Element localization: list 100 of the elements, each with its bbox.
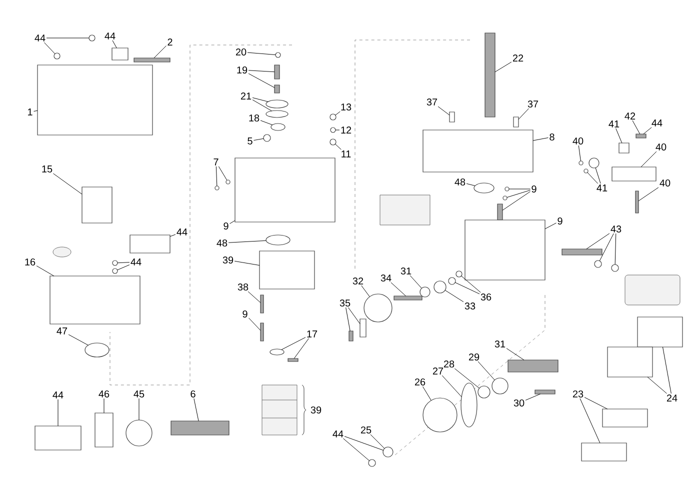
part-drawing (130, 234, 170, 254)
leader-line (248, 73, 275, 88)
leader-line (230, 220, 236, 224)
leader-line (616, 128, 622, 144)
callout-number: 12 (341, 126, 352, 134)
leader-line (422, 386, 432, 401)
callout-number: 31 (494, 340, 506, 348)
callout-number: 28 (444, 360, 454, 368)
part-drawing (82, 186, 112, 224)
callout-number: 17 (307, 330, 318, 338)
callout-number: 9 (558, 217, 562, 225)
part-drawing (330, 138, 336, 146)
part-drawing (84, 342, 110, 358)
callout-number: 40 (572, 137, 584, 145)
callout-number: 16 (25, 258, 36, 266)
part-drawing (581, 442, 627, 462)
callout-number: 44 (52, 392, 64, 398)
part-drawing (50, 276, 140, 324)
callout-number: 39 (310, 406, 322, 414)
part-drawing (449, 112, 455, 122)
leader-line (595, 168, 601, 184)
callout-number: 9 (224, 222, 228, 230)
callout-number: 30 (514, 399, 524, 407)
part-drawing (636, 134, 646, 138)
part-drawing (584, 168, 588, 174)
part-drawing (360, 318, 366, 338)
leader-line (348, 307, 360, 324)
leader-line (410, 275, 422, 289)
leader-line (502, 191, 530, 211)
leader-line (506, 348, 524, 360)
part-drawing (34, 426, 82, 450)
callout-number: 29 (468, 353, 480, 361)
callout-number: 24 (666, 394, 678, 402)
leader-line (281, 337, 306, 350)
callout-number: 41 (596, 184, 608, 192)
callout-number: 37 (528, 100, 538, 108)
part-drawing (260, 294, 264, 314)
part-drawing (263, 134, 271, 142)
leader-line (112, 40, 117, 48)
part-drawing (364, 294, 392, 322)
part-drawing (484, 32, 496, 118)
leader-line (346, 307, 350, 332)
callout-number: 42 (624, 112, 636, 120)
leader-line (662, 346, 672, 394)
leader-line (370, 434, 385, 449)
leader-line (466, 183, 476, 186)
leader-line (390, 282, 406, 296)
leader-line (228, 240, 266, 243)
leader-line (252, 100, 272, 112)
part-drawing (618, 142, 630, 154)
leader-line (252, 97, 268, 102)
leader-line (234, 260, 260, 266)
part-drawing (492, 378, 508, 394)
callout-number: 19 (237, 66, 248, 74)
callout-number: 2 (168, 38, 172, 46)
part-drawing (348, 330, 354, 342)
leader-line (117, 264, 130, 270)
leader-line (506, 190, 530, 198)
part-drawing (330, 127, 336, 133)
callout-number: 33 (464, 302, 476, 310)
leader-line (454, 368, 480, 388)
part-drawing (502, 196, 508, 200)
callout-number: 15 (42, 166, 52, 172)
part-drawing (266, 110, 288, 118)
leader-line (44, 42, 56, 54)
part-drawing (368, 459, 376, 467)
part-drawing (37, 64, 153, 136)
callout-number: 44 (652, 120, 662, 126)
leader-line (544, 222, 556, 230)
callout-number: 48 (454, 178, 466, 186)
callout-number: 44 (176, 228, 188, 236)
leader-line (216, 166, 218, 186)
part-drawing (456, 270, 462, 278)
part-drawing (434, 280, 446, 294)
callout-number: 44 (104, 32, 116, 40)
leader-line (254, 138, 264, 141)
leader-line (36, 266, 54, 276)
leader-line (247, 52, 276, 56)
callout-number: 31 (400, 267, 412, 275)
leader-line (638, 187, 659, 202)
callout-number: 8 (550, 133, 554, 141)
part-drawing (266, 234, 290, 246)
leader-line (170, 234, 176, 237)
callout-number: 20 (236, 48, 246, 56)
leader-line (532, 137, 548, 141)
leader-line (361, 285, 370, 297)
callout-number: 46 (98, 390, 110, 398)
leader-line (154, 46, 166, 58)
callout-number: 9 (532, 185, 536, 193)
leader-line (218, 166, 228, 181)
part-drawing (637, 316, 683, 348)
part-drawing (274, 84, 280, 94)
part-drawing (126, 420, 152, 446)
part-drawing (270, 123, 286, 131)
leader-line (525, 394, 541, 400)
part-drawing (474, 182, 494, 194)
callout-number: 27 (432, 368, 444, 374)
callout-number: 25 (360, 426, 372, 434)
leader-line (34, 110, 38, 112)
leader-line (632, 120, 640, 134)
